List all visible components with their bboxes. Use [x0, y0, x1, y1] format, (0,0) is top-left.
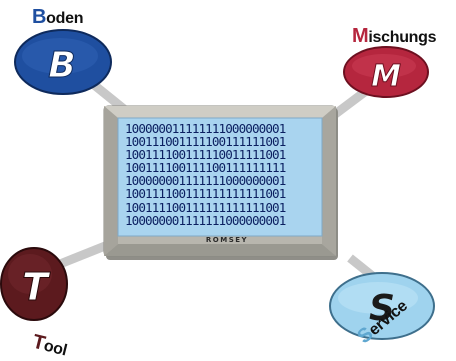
label-mischungs-initial: M — [352, 25, 369, 47]
label-boden-initial: B — [32, 6, 47, 28]
node-boden-letter: B — [48, 45, 75, 86]
label-tool-rest: ool — [42, 337, 69, 360]
node-tool-letter: T — [22, 265, 51, 309]
label-boden-rest: oden — [46, 10, 84, 27]
code-line: 100111100111111111111001 — [125, 199, 286, 215]
node-service[interactable]: S — [329, 272, 435, 340]
monitor-brand-label: ROMSEY — [205, 236, 249, 244]
label-boden: Boden — [32, 6, 83, 29]
node-service-letter: S — [369, 288, 395, 329]
monitor-screen — [117, 117, 323, 237]
node-mischungs[interactable]: M — [343, 46, 429, 98]
code-line: 100111100111110011111001 — [125, 147, 286, 163]
monitor — [103, 105, 338, 260]
label-mischungs-rest: ischungs — [368, 29, 437, 46]
label-mischungs: Mischungs — [352, 25, 437, 48]
code-line: 100111001111100111111001 — [125, 134, 286, 150]
code-line: 100000001111111000000001 — [125, 212, 286, 228]
code-line: 100111100111111111111001 — [125, 186, 286, 202]
node-mischungs-letter: M — [371, 59, 401, 94]
node-boden[interactable]: B — [14, 29, 112, 95]
code-line: 100111100111100111111111 — [125, 160, 286, 176]
node-tool[interactable]: T — [0, 247, 68, 321]
code-line: 100000011111111000000001 — [125, 121, 286, 136]
code-line: 100000001111111000000001 — [125, 173, 286, 189]
